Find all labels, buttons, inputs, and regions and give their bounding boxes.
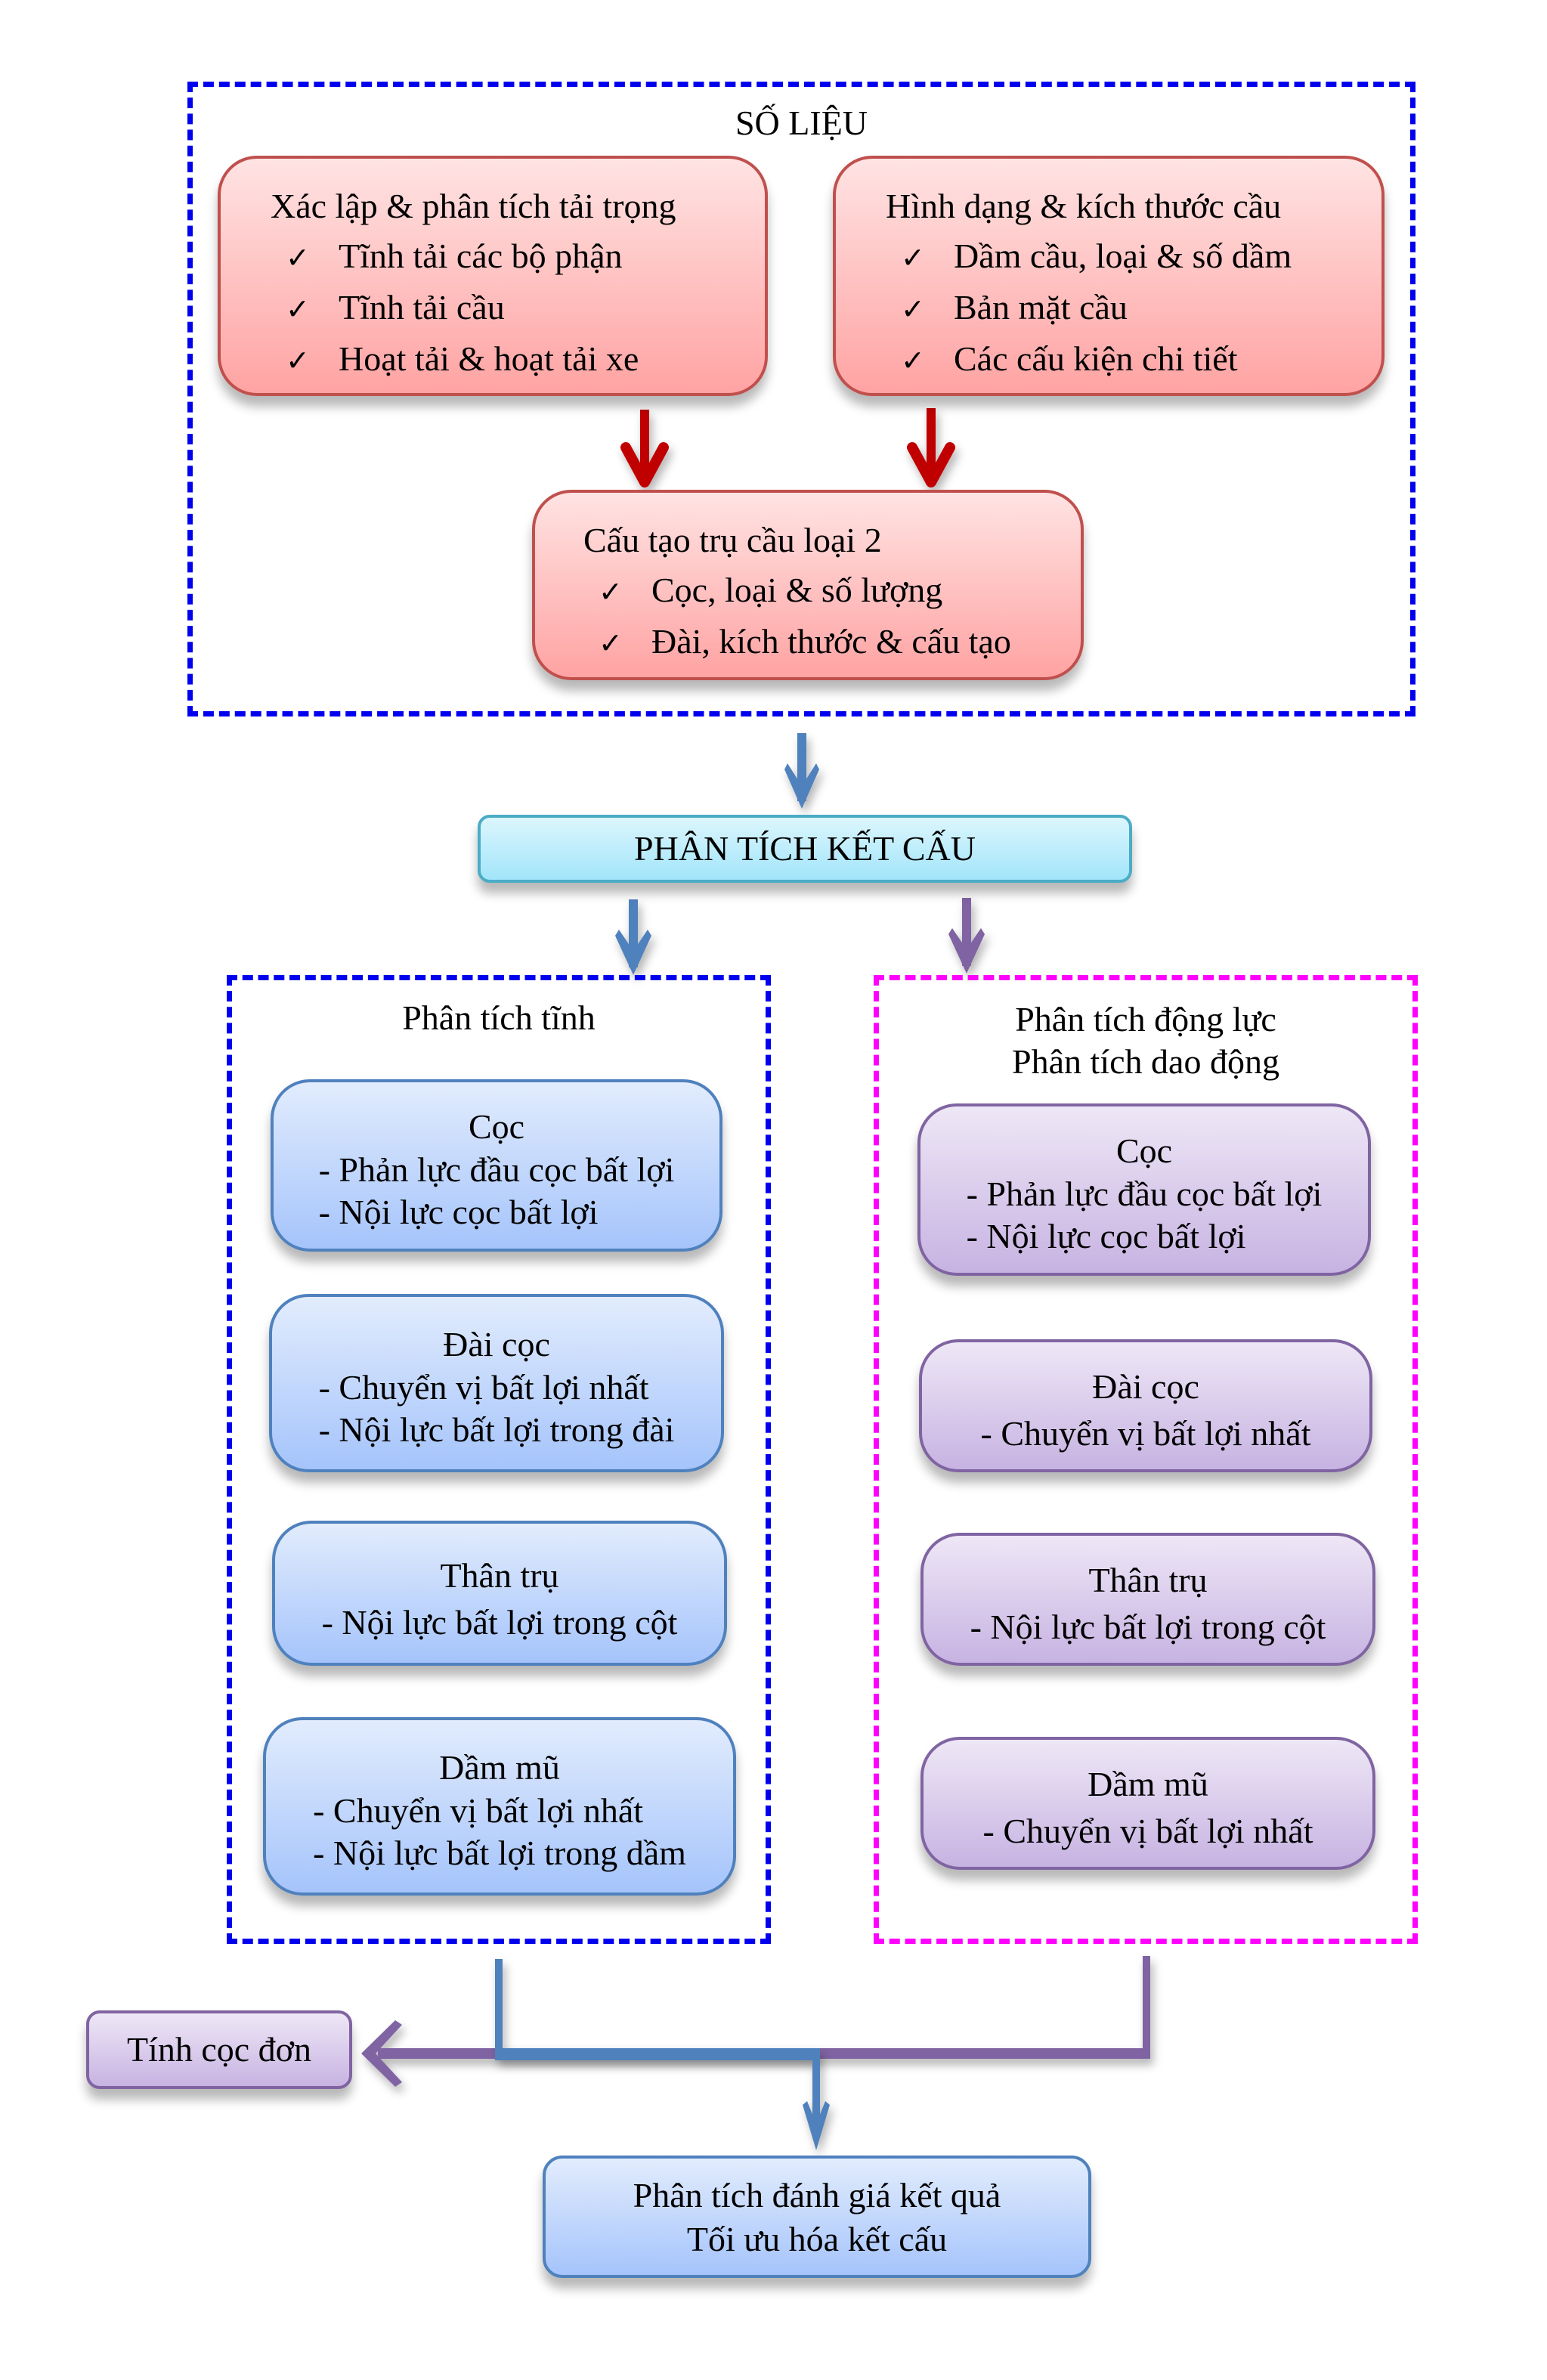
check-icon: ✓ [901, 241, 925, 274]
dynamic-analysis-group: Phân tích động lực Phân tích dao động [874, 975, 1418, 1944]
arrow-load-to-pier [620, 410, 669, 487]
list-item: ✓Dầm cầu, loại & số dầm [901, 231, 1381, 283]
box-heading: Đài cọc [1092, 1367, 1199, 1406]
box-line: - Nội lực bất lợi trong cột [321, 1603, 678, 1642]
box-line: - Phản lực đầu cọc bất lợi [318, 1150, 675, 1189]
box-line: - Nội lực cọc bất lợi [966, 1217, 1246, 1255]
pier-structure-list: ✓Cọc, loại & số lượng ✓Đài, kích thước &… [583, 565, 1081, 668]
list-item: ✓Cọc, loại & số lượng [599, 565, 1081, 617]
list-item: ✓Các cấu kiện chi tiết [901, 334, 1381, 385]
static-cap-beam-box[interactable]: Dầm mũ - Chuyển vị bất lợi nhất - Nội lự… [263, 1717, 736, 1896]
check-icon: ✓ [599, 627, 623, 660]
list-item: ✓Tĩnh tải cầu [286, 283, 765, 334]
list-item: ✓Đài, kích thước & cấu tạo [599, 617, 1081, 668]
box-line: - Nội lực bất lợi trong dầm [313, 1834, 686, 1872]
dynamic-analysis-title-1: Phân tích động lực [1015, 1000, 1276, 1038]
box-line: - Chuyển vị bất lợi nhất [982, 1812, 1313, 1850]
structural-analysis-box[interactable]: PHÂN TÍCH KẾT CẤU [478, 815, 1132, 883]
check-icon: ✓ [901, 344, 925, 377]
single-pile-box[interactable]: Tính cọc đơn [86, 2010, 352, 2089]
result-line-2: Tối ưu hóa kết cấu [686, 2220, 948, 2258]
result-line-1: Phân tích đánh giá kết quả [633, 2176, 1001, 2214]
box-heading: Thân trụ [1088, 1561, 1208, 1599]
arrow-analysis-to-dynamic [948, 898, 985, 973]
check-icon: ✓ [286, 292, 310, 326]
geometry-box[interactable]: Hình dạng & kích thước cầu ✓Dầm cầu, loạ… [833, 156, 1385, 396]
check-icon: ✓ [599, 575, 623, 608]
static-pier-body-box[interactable]: Thân trụ - Nội lực bất lợi trong cột [272, 1521, 727, 1666]
dynamic-cap-beam-box[interactable]: Dầm mũ - Chuyển vị bất lợi nhất [920, 1737, 1375, 1870]
box-line: - Chuyển vị bất lợi nhất [980, 1414, 1311, 1453]
static-analysis-group: Phân tích tĩnh [227, 975, 771, 1944]
connector-static-to-result [495, 1959, 830, 2150]
structural-analysis-label: PHÂN TÍCH KẾT CẤU [634, 829, 976, 868]
box-line: - Nội lực bất lợi trong cột [970, 1608, 1326, 1646]
dynamic-analysis-title-2: Phân tích dao động [1012, 1042, 1279, 1081]
arrow-geometry-to-pier [907, 408, 955, 487]
box-line: - Nội lực cọc bất lợi [318, 1193, 599, 1231]
dynamic-pile-box[interactable]: Cọc - Phản lực đầu cọc bất lợi - Nội lực… [917, 1103, 1371, 1276]
load-analysis-heading: Xác lập & phân tích tải trọng [271, 187, 676, 225]
connector-dynamic-to-single-pile [361, 1956, 1150, 2087]
box-line: - Nội lực bất lợi trong đài [318, 1410, 675, 1449]
result-evaluation-box[interactable]: Phân tích đánh giá kết quả Tối ưu hóa kế… [543, 2156, 1091, 2278]
box-line: - Chuyển vị bất lợi nhất [318, 1368, 649, 1407]
arrow-analysis-to-static [615, 899, 651, 975]
geometry-list: ✓Dầm cầu, loại & số dầm ✓Bản mặt cầu ✓Cá… [886, 231, 1381, 385]
box-line: - Chuyển vị bất lợi nhất [313, 1791, 644, 1830]
arrow-data-to-analysis [784, 733, 819, 809]
static-pile-box[interactable]: Cọc - Phản lực đầu cọc bất lợi - Nội lực… [271, 1079, 722, 1252]
pier-structure-heading: Cấu tạo trụ cầu loại 2 [583, 521, 882, 559]
pier-structure-box[interactable]: Cấu tạo trụ cầu loại 2 ✓Cọc, loại & số l… [532, 490, 1084, 680]
list-item: ✓Bản mặt cầu [901, 283, 1381, 334]
list-item: ✓Hoạt tải & hoạt tải xe [286, 334, 765, 385]
check-icon: ✓ [286, 241, 310, 274]
single-pile-label: Tính cọc đơn [126, 2030, 312, 2069]
geometry-heading: Hình dạng & kích thước cầu [886, 187, 1282, 225]
check-icon: ✓ [286, 344, 310, 377]
box-heading: Cọc [468, 1107, 525, 1146]
dynamic-pier-body-box[interactable]: Thân trụ - Nội lực bất lợi trong cột [920, 1533, 1375, 1666]
box-heading: Thân trụ [440, 1556, 559, 1595]
load-analysis-box[interactable]: Xác lập & phân tích tải trọng ✓Tĩnh tải … [218, 156, 768, 396]
static-pile-cap-box[interactable]: Đài cọc - Chuyển vị bất lợi nhất - Nội l… [269, 1294, 724, 1472]
list-item: ✓Tĩnh tải các bộ phận [286, 231, 765, 283]
load-analysis-list: ✓Tĩnh tải các bộ phận ✓Tĩnh tải cầu ✓Hoạ… [271, 231, 765, 385]
box-heading: Đài cọc [443, 1325, 550, 1363]
box-heading: Dầm mũ [1088, 1765, 1208, 1803]
data-group-title: SỐ LIỆU [735, 104, 868, 142]
box-line: - Phản lực đầu cọc bất lợi [966, 1175, 1323, 1213]
static-analysis-title: Phân tích tĩnh [402, 998, 596, 1037]
box-heading: Dầm mũ [439, 1748, 560, 1787]
dynamic-pile-cap-box[interactable]: Đài cọc - Chuyển vị bất lợi nhất [919, 1339, 1372, 1472]
check-icon: ✓ [901, 292, 925, 326]
box-heading: Cọc [1115, 1131, 1173, 1170]
data-group: SỐ LIỆU [187, 82, 1416, 716]
